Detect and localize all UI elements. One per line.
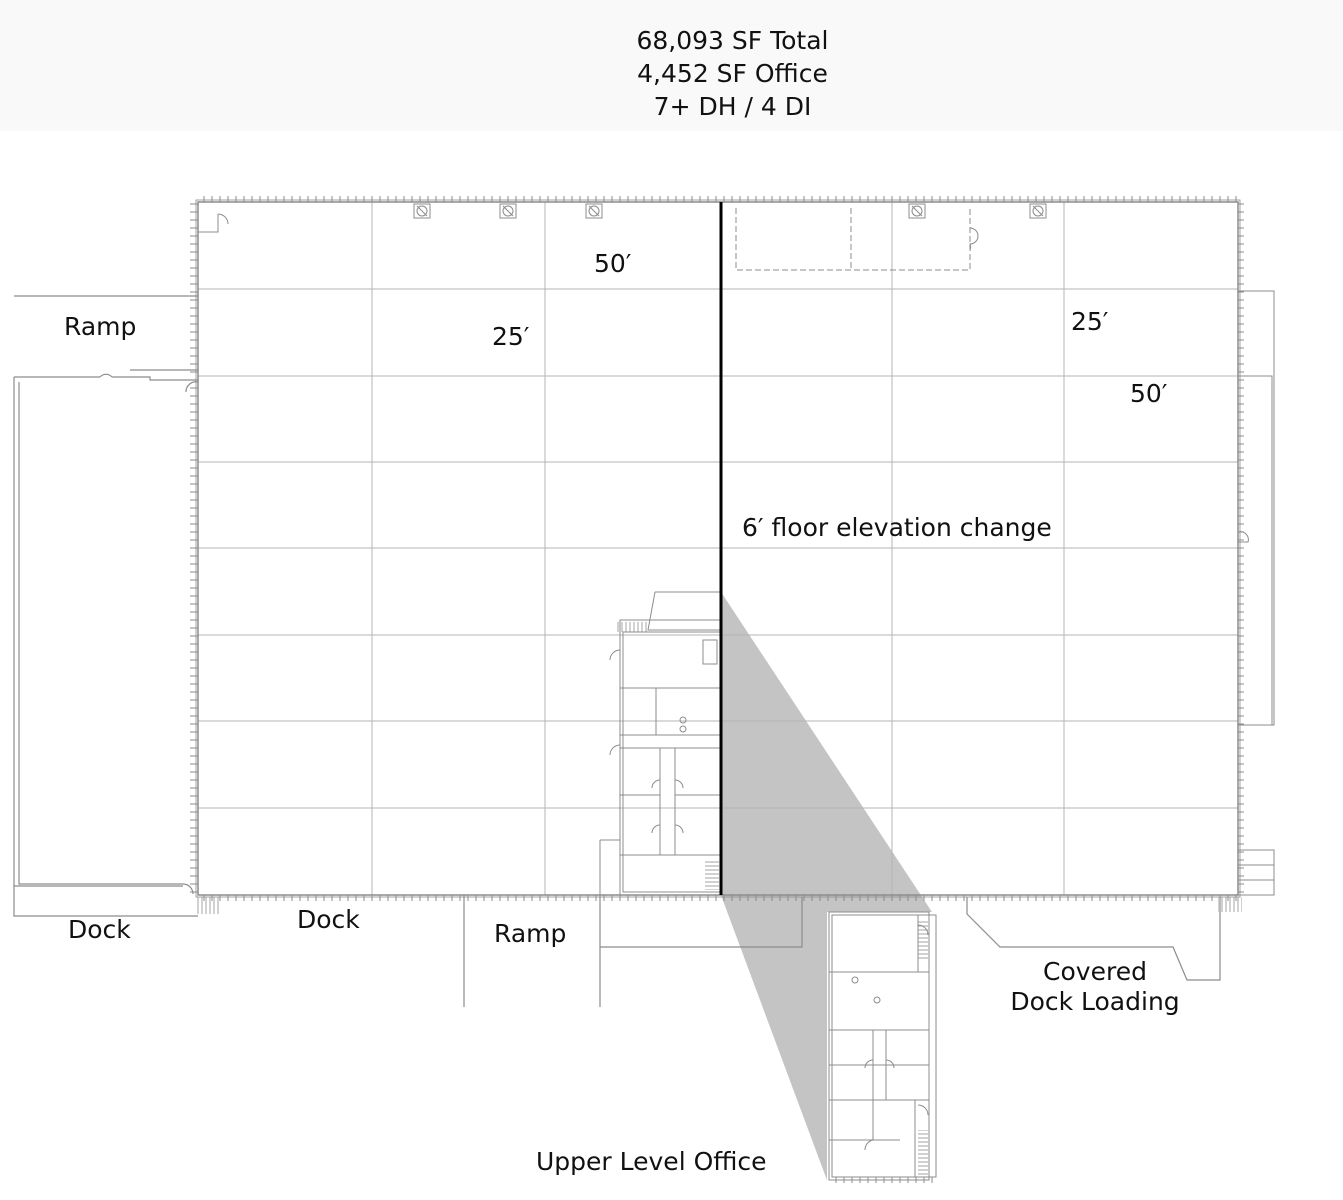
dimension-25ft-left: 25′ [492, 322, 530, 351]
covered-dock-label: Covered Dock Loading [1000, 957, 1190, 1017]
west-wall-ticks [190, 202, 198, 895]
summary-text: 68,093 SF Total 4,452 SF Office 7+ DH / … [0, 24, 1343, 123]
total-square-footage: 68,093 SF Total [636, 26, 829, 55]
ground-office [599, 591, 721, 896]
office-stairs-south [705, 860, 719, 890]
door-count: 7+ DH / 4 DI [653, 92, 812, 121]
upper-level-office-label: Upper Level Office [536, 1147, 767, 1176]
upper-level-office-plan [828, 911, 937, 1181]
east-annex [1237, 290, 1275, 896]
cage-door [969, 227, 979, 251]
upper-office-callout-shade [721, 592, 932, 1180]
upper-wall-ticks [829, 1177, 939, 1183]
dock-center-label: Dock [297, 905, 360, 934]
east-wall-ticks [1238, 202, 1244, 895]
fan-icon [499, 203, 517, 219]
summary-header: 68,093 SF Total 4,452 SF Office 7+ DH / … [0, 0, 1343, 131]
south-ramp [463, 895, 803, 1007]
fan-icon [1029, 203, 1047, 219]
west-stairs [196, 897, 220, 914]
column-grid [198, 202, 1238, 895]
dimension-50ft-right: 50′ [1130, 379, 1168, 408]
fan-icon [413, 203, 431, 219]
office-square-footage: 4,452 SF Office [637, 59, 828, 88]
fan-icon [585, 203, 603, 219]
south-wall-ticks [198, 895, 1238, 901]
covered-dock-line2: Dock Loading [1010, 987, 1180, 1016]
north-storage-cage [735, 208, 971, 271]
dock-left-label: Dock [68, 915, 131, 944]
elevation-change-label: 6′ floor elevation change [742, 513, 1052, 542]
fan-icon [908, 203, 926, 219]
ramp-west-label: Ramp [64, 312, 137, 341]
ramp-south-label: Ramp [494, 919, 567, 948]
office-stairs-north [616, 622, 648, 632]
dimension-50ft-left: 50′ [594, 249, 632, 278]
east-stairs [1218, 897, 1242, 912]
dimension-25ft-right: 25′ [1071, 307, 1109, 336]
covered-dock-outline [966, 897, 1221, 981]
nw-door [198, 213, 229, 233]
north-wall-ticks [198, 196, 1238, 202]
exhaust-fan-icons [413, 203, 1047, 219]
upper-stairs-south [918, 1130, 928, 1175]
upper-stairs-north [918, 920, 928, 960]
covered-dock-line1: Covered [1043, 957, 1147, 986]
west-annex [13, 295, 199, 917]
